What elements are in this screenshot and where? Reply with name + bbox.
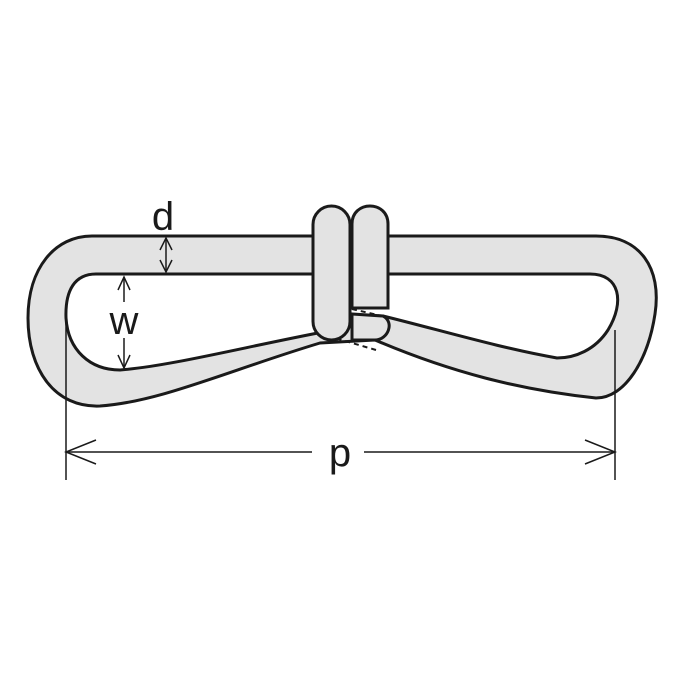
- right-sleeve: [350, 204, 390, 310]
- w-arrowhead-top: [117, 275, 131, 291]
- hidden-edge-upper: [351, 308, 387, 318]
- p-arrowhead-right: [584, 439, 618, 465]
- p-label: p: [329, 431, 351, 475]
- d-arrowhead-top: [159, 236, 173, 251]
- hook-end: [350, 312, 391, 342]
- p-arrowhead-left: [63, 439, 97, 465]
- w-label: w: [109, 299, 139, 343]
- d-arrowhead-bottom: [159, 259, 173, 274]
- left-sleeve: [311, 204, 352, 342]
- w-arrowhead-bottom: [117, 354, 131, 370]
- d-label: d: [152, 195, 174, 239]
